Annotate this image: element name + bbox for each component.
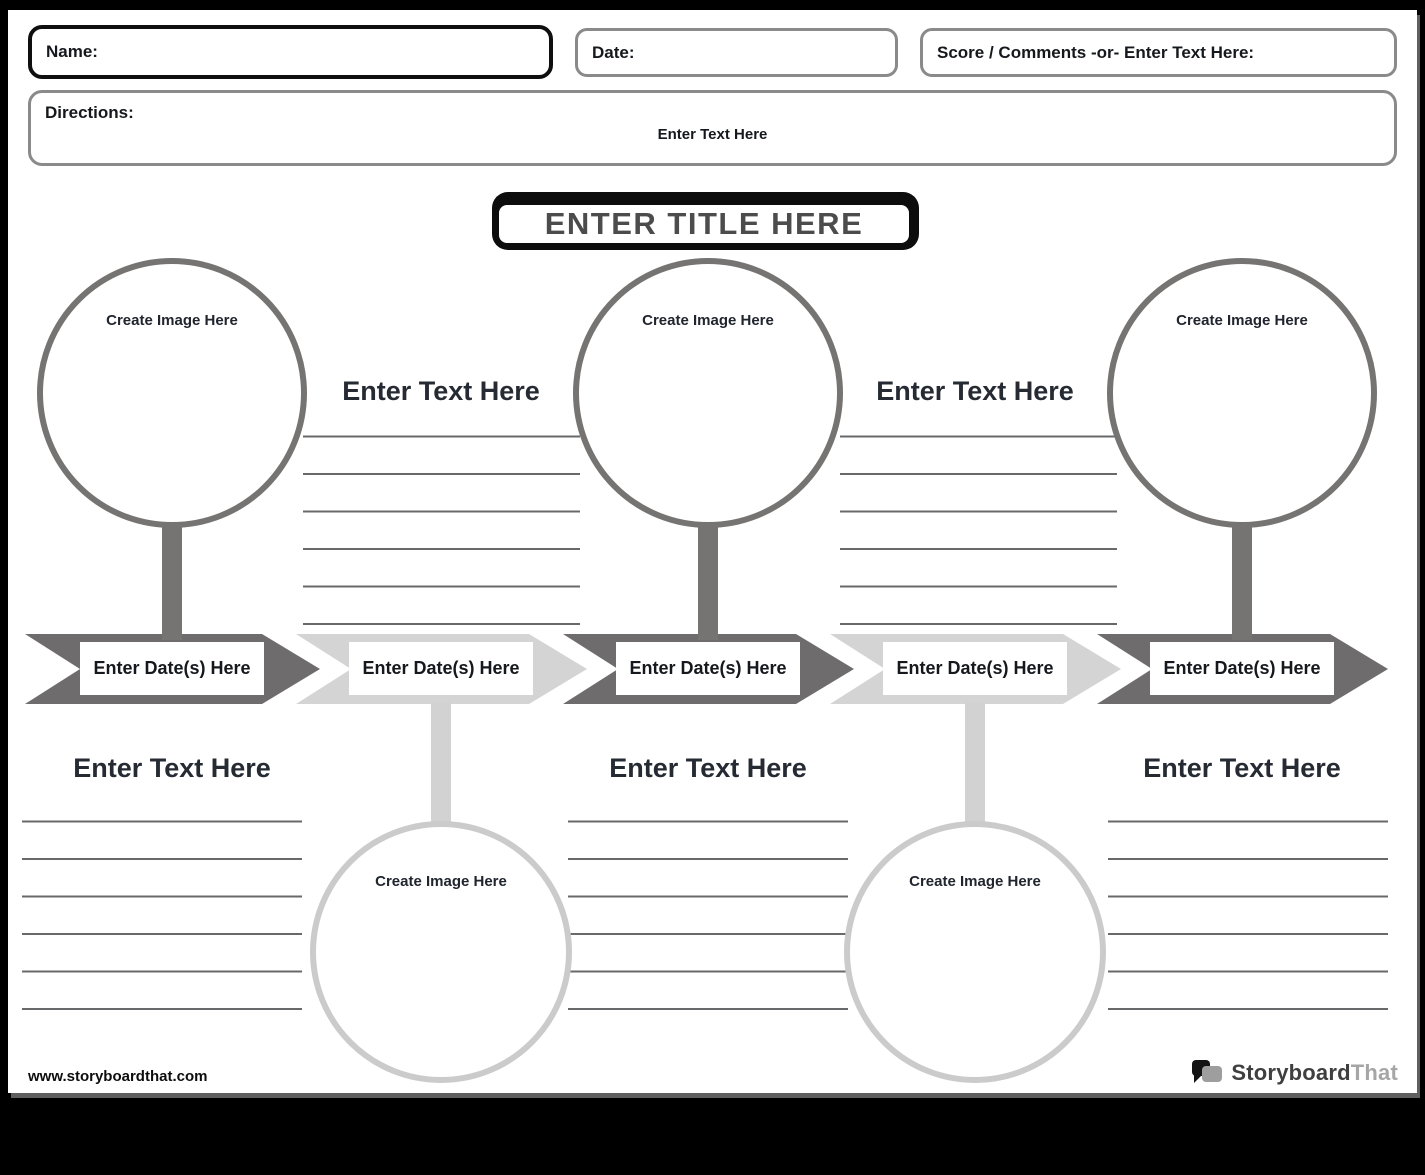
directions-field[interactable]: Directions: Enter Text Here — [28, 90, 1397, 166]
date-placeholder-event-3[interactable]: Enter Date(s) Here — [616, 642, 800, 695]
image-placeholder-label: Create Image Here — [375, 873, 507, 890]
writing-lines-event-4 — [840, 400, 1117, 626]
date-field[interactable]: Date: — [575, 28, 898, 77]
website-url: www.storyboardthat.com — [28, 1068, 208, 1085]
image-placeholder-circle-event-1[interactable]: Create Image Here — [37, 258, 307, 528]
image-placeholder-label: Create Image Here — [642, 312, 774, 329]
date-placeholder-event-1[interactable]: Enter Date(s) Here — [80, 642, 264, 695]
logo-wordmark: StoryboardThat — [1231, 1060, 1398, 1086]
speech-bubbles-icon — [1192, 1058, 1224, 1088]
image-placeholder-label: Create Image Here — [909, 873, 1041, 890]
text-area-heading-event-5[interactable]: Enter Text Here — [1143, 753, 1341, 783]
logo-wordmark-secondary: That — [1350, 1060, 1398, 1085]
title-text[interactable]: ENTER TITLE HERE — [495, 201, 913, 247]
text-area-heading-event-3[interactable]: Enter Text Here — [609, 753, 807, 783]
date-placeholder-event-2[interactable]: Enter Date(s) Here — [349, 642, 533, 695]
storyboardthat-logo: StoryboardThat — [1192, 1058, 1398, 1088]
image-placeholder-circle-event-5[interactable]: Create Image Here — [1107, 258, 1377, 528]
writing-lines-event-3 — [568, 785, 848, 1011]
connector-stem-event-2 — [431, 702, 451, 832]
connector-stem-event-1 — [162, 515, 182, 640]
name-field[interactable]: Name: — [28, 25, 553, 79]
score-comments-field[interactable]: Score / Comments -or- Enter Text Here: — [920, 28, 1397, 77]
speech-bubble-tail — [1194, 1074, 1204, 1083]
image-placeholder-label: Create Image Here — [106, 312, 238, 329]
title-banner[interactable]: ENTER TITLE HERE — [492, 192, 919, 250]
worksheet-page: Name: Date: Score / Comments -or- Enter … — [8, 10, 1417, 1093]
connector-stem-event-5 — [1232, 515, 1252, 640]
speech-bubble-light — [1202, 1066, 1223, 1082]
writing-lines-event-5 — [1108, 785, 1388, 1011]
name-label: Name: — [46, 42, 98, 61]
image-placeholder-circle-event-4[interactable]: Create Image Here — [844, 821, 1106, 1083]
connector-stem-event-3 — [698, 515, 718, 640]
date-placeholder-event-5[interactable]: Enter Date(s) Here — [1150, 642, 1334, 695]
score-comments-label: Score / Comments -or- Enter Text Here: — [937, 42, 1255, 62]
writing-lines-event-1 — [22, 785, 302, 1011]
directions-placeholder-text[interactable]: Enter Text Here — [657, 126, 768, 143]
image-placeholder-circle-event-2[interactable]: Create Image Here — [310, 821, 572, 1083]
writing-lines-event-2 — [303, 400, 580, 626]
text-area-heading-event-1[interactable]: Enter Text Here — [73, 753, 271, 783]
image-placeholder-label: Create Image Here — [1176, 312, 1308, 329]
logo-wordmark-primary: Storyboard — [1231, 1060, 1351, 1085]
directions-label: Directions: — [45, 103, 134, 122]
date-label: Date: — [592, 42, 635, 62]
connector-stem-event-4 — [965, 702, 985, 832]
image-placeholder-circle-event-3[interactable]: Create Image Here — [573, 258, 843, 528]
date-placeholder-event-4[interactable]: Enter Date(s) Here — [883, 642, 1067, 695]
